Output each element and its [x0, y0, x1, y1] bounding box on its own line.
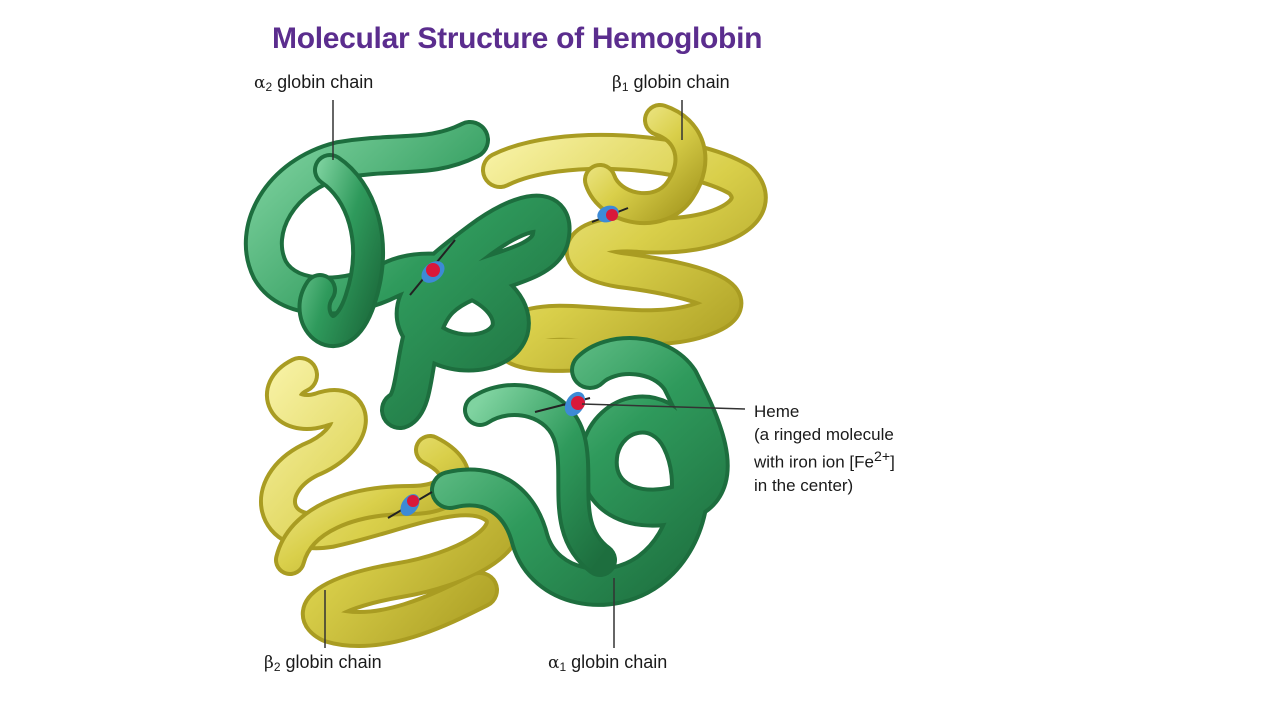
heme-label-line3: with iron ion [Fe2+] [754, 449, 895, 472]
heme-group-beta2 [387, 491, 433, 519]
heme-label-line2: (a ringed molecule [754, 425, 894, 444]
heme-label-line1: Heme [754, 402, 800, 421]
alpha1-chain-label: α1 globin chain [548, 652, 668, 674]
page-title: Molecular Structure of Hemoglobin [272, 22, 763, 55]
heme-group-alpha2 [409, 239, 456, 296]
heme-group-beta1 [591, 205, 629, 223]
heme-group-alpha1 [534, 391, 591, 417]
heme-label: Heme (a ringed molecule with iron ion [F… [754, 400, 895, 497]
beta1-chain-label: β1 globin chain [612, 72, 730, 94]
heme-label-line4: in the center) [754, 475, 854, 495]
leader-line-heme [581, 403, 746, 410]
alpha2-chain-label: α2 globin chain [254, 72, 374, 94]
beta2-chain-label: β2 globin chain [264, 652, 382, 674]
alpha2-chain [243, 120, 572, 430]
